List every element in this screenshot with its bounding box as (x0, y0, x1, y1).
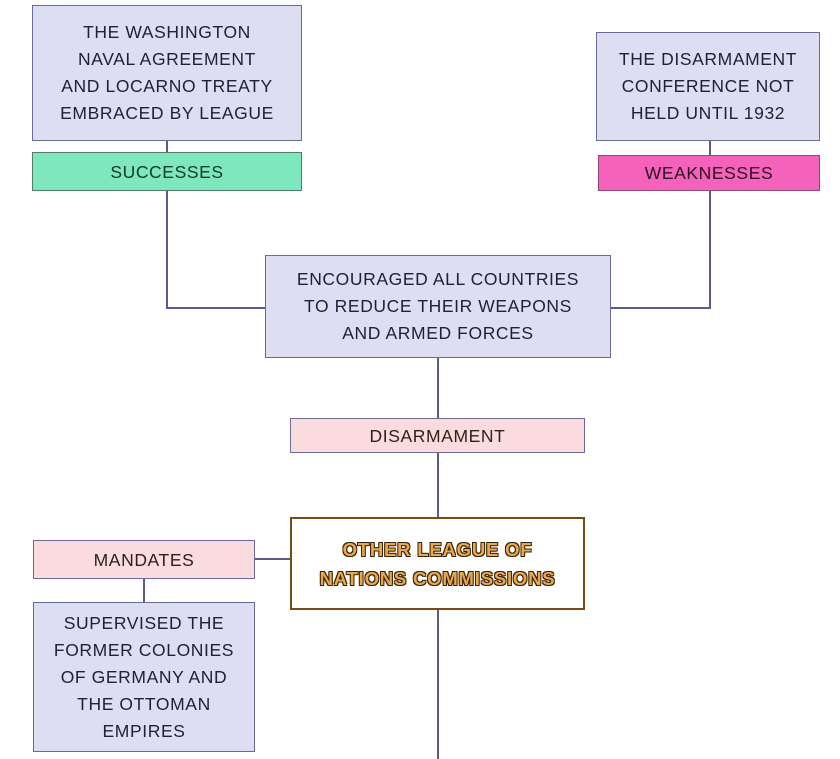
edge-disarmament-to-commissions (437, 452, 439, 518)
edge-successes-to-encouraged-vertical (166, 190, 168, 309)
edge-successes-to-encouraged-horizontal (166, 307, 267, 309)
node-disarmament-label: DISARMAMENT (369, 425, 506, 446)
node-mandates[interactable]: MANDATES (33, 540, 255, 579)
node-encouraged-countries[interactable]: ENCOURAGED ALL COUNTRIES TO REDUCE THEIR… (265, 255, 611, 358)
edge-mandates-to-commissions (254, 558, 292, 560)
node-mandates-label: MANDATES (93, 549, 195, 570)
node-supervised-colonies-label: SUPERVISED THE FORMER COLONIES OF GERMAN… (53, 612, 235, 741)
node-successes[interactable]: SUCCESSES (32, 152, 302, 191)
node-weaknesses[interactable]: WEAKNESSES (598, 155, 820, 191)
node-washington-treaty-label: THE WASHINGTON NAVAL AGREEMENT AND LOCAR… (60, 22, 274, 123)
edge-encouraged-to-disarmament (437, 357, 439, 419)
node-supervised-colonies[interactable]: SUPERVISED THE FORMER COLONIES OF GERMAN… (33, 602, 255, 752)
node-weaknesses-label: WEAKNESSES (644, 163, 774, 183)
edge-weaknesses-to-encouraged-horizontal (610, 307, 711, 309)
node-other-league-commissions[interactable]: OTHER LEAGUE OF NATIONS COMMISSIONS (290, 517, 585, 610)
edge-mandates-to-supervised (143, 578, 145, 603)
node-other-league-commissions-label: OTHER LEAGUE OF NATIONS COMMISSIONS (319, 538, 556, 589)
node-disarmament-conference[interactable]: THE DISARMAMENT CONFERENCE NOT HELD UNTI… (596, 32, 820, 141)
edge-commissions-to-below (437, 609, 439, 759)
node-disarmament[interactable]: DISARMAMENT (290, 418, 585, 453)
node-disarmament-conference-label: THE DISARMAMENT CONFERENCE NOT HELD UNTI… (618, 49, 798, 123)
edge-washington-to-successes (166, 140, 168, 153)
edge-conference-to-weaknesses (709, 140, 711, 156)
node-encouraged-countries-label: ENCOURAGED ALL COUNTRIES TO REDUCE THEIR… (296, 269, 580, 343)
node-successes-label: SUCCESSES (110, 161, 224, 182)
edge-weaknesses-to-encouraged-vertical (709, 190, 711, 309)
node-washington-treaty[interactable]: THE WASHINGTON NAVAL AGREEMENT AND LOCAR… (32, 5, 302, 141)
